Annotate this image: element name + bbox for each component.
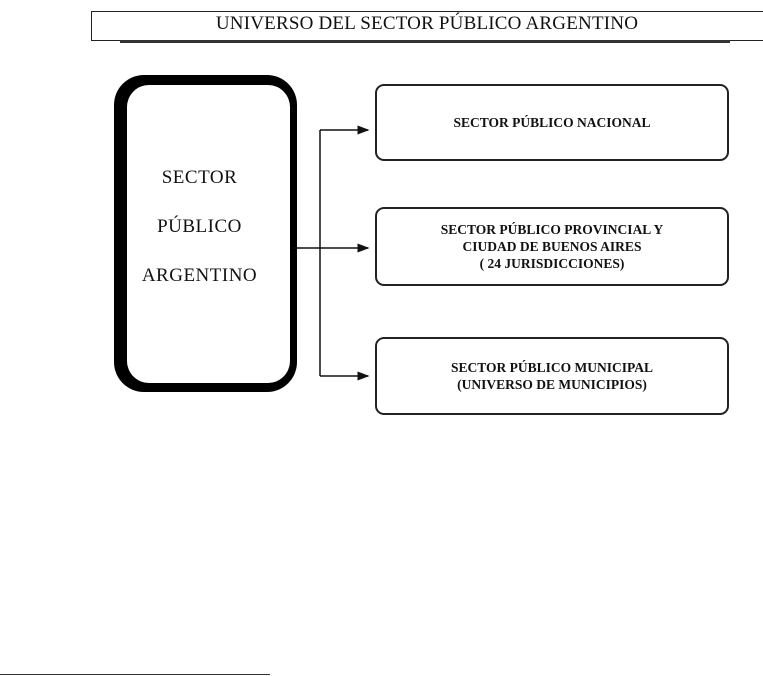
- main-box-line: PÚBLICO: [157, 216, 242, 237]
- box-line: (UNIVERSO DE MUNICIPIOS): [457, 377, 647, 392]
- box-line: ( 24 JURISDICCIONES): [479, 256, 625, 271]
- box-sector-municipal: SECTOR PÚBLICO MUNICIPAL (UNIVERSO DE MU…: [375, 337, 729, 415]
- box-line: CIUDAD DE BUENOS AIRES: [462, 239, 642, 254]
- box-line: SECTOR PÚBLICO NACIONAL: [453, 115, 651, 130]
- box-sector-provincial: SECTOR PÚBLICO PROVINCIAL Y CIUDAD DE BU…: [375, 207, 729, 286]
- box-sector-nacional: SECTOR PÚBLICO NACIONAL: [375, 84, 729, 161]
- diagram-title: UNIVERSO DEL SECTOR PÚBLICO ARGENTINO: [215, 13, 639, 34]
- box-line: SECTOR PÚBLICO PROVINCIAL Y: [440, 222, 664, 237]
- footnote-separator: [0, 674, 270, 675]
- main-box: [127, 85, 290, 383]
- main-box-line: ARGENTINO: [141, 265, 258, 286]
- title-underline: [120, 40, 730, 43]
- main-box-line: SECTOR: [161, 167, 238, 188]
- box-line: SECTOR PÚBLICO MUNICIPAL: [450, 360, 654, 375]
